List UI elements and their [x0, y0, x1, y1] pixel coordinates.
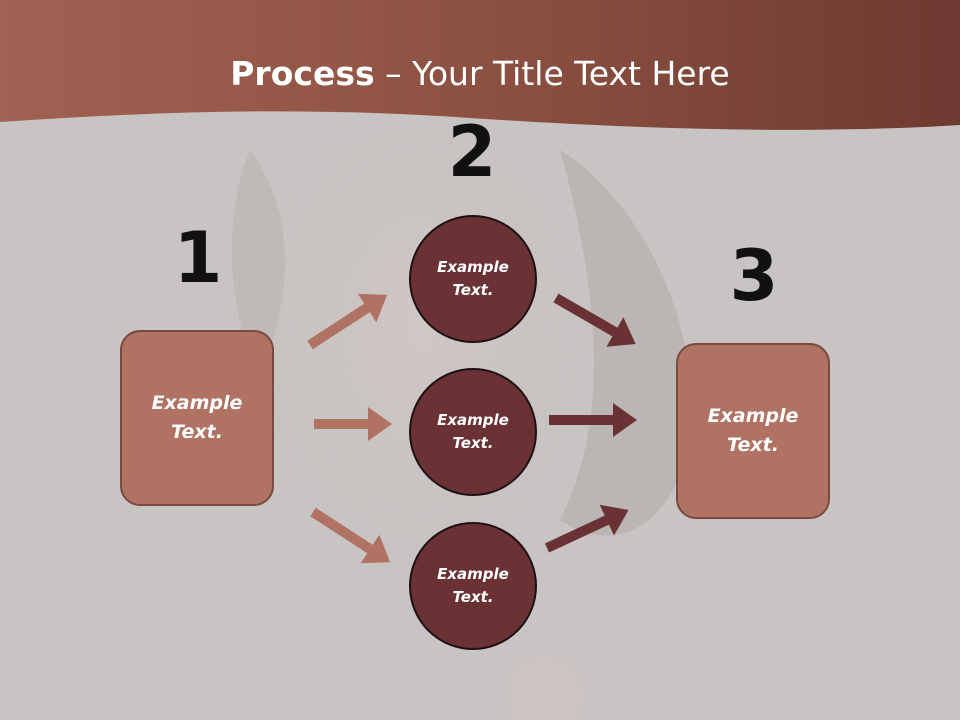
step-3-label: Example Text.: [707, 405, 799, 456]
title-bold: Process: [230, 54, 375, 93]
arrow-from-top: [553, 293, 636, 347]
step-2-circle-top: Example Text.: [409, 215, 537, 343]
circle-top-label: Example Text.: [437, 258, 509, 299]
arrows-right: [544, 293, 637, 553]
title-rest: – Your Title Text Here: [374, 54, 730, 93]
title-banner: [0, 0, 960, 130]
arrow-to-bottom: [310, 507, 391, 564]
slide-title: Process – Your Title Text Here: [0, 50, 960, 98]
circle-bottom-label: Example Text.: [437, 565, 509, 606]
arrow-from-middle: [549, 403, 637, 437]
arrow-to-top: [307, 293, 388, 350]
arrow-to-middle: [314, 407, 392, 441]
step-2-circle-bottom: Example Text.: [409, 522, 537, 650]
step-3-box: Example Text.: [676, 343, 830, 519]
step-number-1: 1: [173, 217, 223, 299]
step-1-box: Example Text.: [120, 330, 274, 506]
step-number-2: 2: [447, 111, 497, 193]
circle-middle-label: Example Text.: [437, 411, 509, 452]
step-number-3: 3: [729, 235, 779, 317]
step-2-circle-middle: Example Text.: [409, 368, 537, 496]
arrow-from-bottom: [544, 504, 629, 553]
arrows-left: [307, 293, 392, 564]
step-1-label: Example Text.: [151, 392, 243, 443]
